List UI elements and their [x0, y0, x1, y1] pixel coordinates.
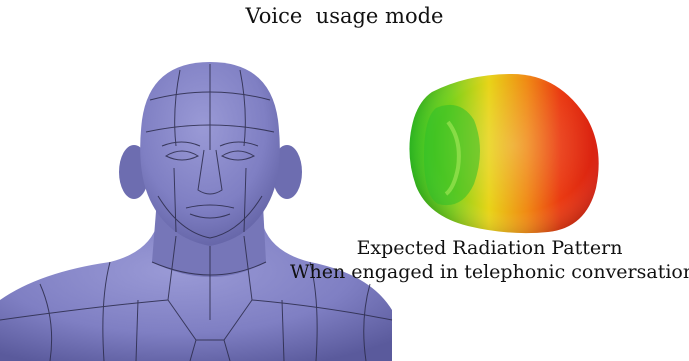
- head-model: [0, 62, 392, 361]
- pattern-caption: Expected Radiation Pattern When engaged …: [290, 236, 689, 284]
- caption-line-1: Expected Radiation Pattern: [290, 236, 689, 260]
- radiation-pattern: [409, 74, 598, 233]
- caption-line-2: When engaged in telephonic conversation: [290, 260, 689, 284]
